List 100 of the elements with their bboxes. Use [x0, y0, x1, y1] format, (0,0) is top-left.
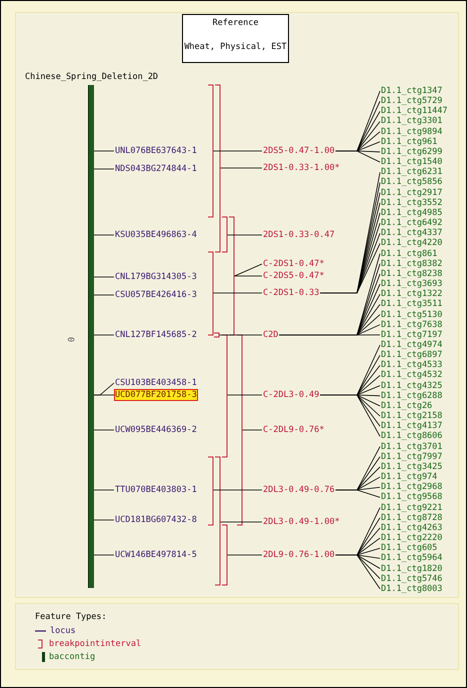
- contig-label: D1.1_ctg2968: [381, 482, 442, 492]
- contig-label: D1.1_ctg5964: [381, 553, 442, 564]
- contig-label: D1.1_ctg4974: [381, 340, 442, 350]
- contig-label: D1.1_ctg6492: [381, 218, 442, 228]
- contig-label: D1.1_ctg5746: [381, 574, 442, 584]
- contig-label: D1.1_ctg6299: [381, 146, 442, 157]
- locus-label: UNL076BE637643-1: [115, 146, 197, 156]
- legend-heading: Feature Types:: [35, 612, 107, 622]
- contig-label: D1.1_ctg4985: [381, 208, 442, 218]
- interval-label: C-2DS1-0.33: [263, 288, 320, 298]
- connector-line: [234, 264, 262, 276]
- interval-label: 2DL9-0.76-1.00: [263, 550, 335, 560]
- connector-line: [94, 168, 114, 170]
- interval-label: C2D: [263, 330, 278, 340]
- contig-label: D1.1_ctg8238: [381, 268, 442, 279]
- contig-label: D1.1_ctg7997: [381, 452, 442, 462]
- contig-label: D1.1_ctg961: [381, 136, 438, 147]
- contig-label: D1.1_ctg2220: [381, 533, 442, 544]
- contig-label: D1.1_ctg3701: [381, 442, 442, 452]
- contig-label: D1.1_ctg5729: [381, 96, 442, 106]
- contig-label: D1.1_ctg8003: [381, 584, 442, 594]
- connector-line: [94, 234, 114, 236]
- contig-label: D1.1_ctg5856: [381, 177, 442, 188]
- interval-bracket: [208, 252, 214, 336]
- connector-line: [94, 554, 114, 556]
- contig-label: D1.1_ctg605: [381, 543, 438, 554]
- contig-label: D1.1_ctg3693: [381, 279, 442, 290]
- locus-label: UCD181BG607432-8: [115, 515, 197, 525]
- contig-label: D1.1_ctg4137: [381, 421, 442, 432]
- interval-bracket: [208, 456, 214, 526]
- contig-label: D1.1_ctg9568: [381, 492, 442, 502]
- connector-line: [213, 150, 262, 152]
- interval-bracket: [214, 332, 220, 338]
- interval-label: C-2DL3-0.49: [263, 390, 320, 400]
- contig-label: D1.1_ctg6231: [381, 167, 442, 178]
- contig-label: D1.1_ctg4325: [381, 380, 442, 391]
- locus-label: CSU103BE403458-1: [115, 378, 197, 388]
- connector-line: [94, 276, 114, 278]
- interval-label: 2DL3-0.49-0.76: [263, 485, 335, 495]
- interval-label: C-2DL9-0.76*: [263, 425, 324, 435]
- interval-label: 2DS5-0.47-1.00: [263, 146, 335, 156]
- interval-label: C-2DS1-0.47*: [263, 259, 324, 269]
- contig-label: D1.1_ctg2917: [381, 188, 442, 198]
- contig-label: D1.1_ctg26: [381, 400, 432, 411]
- interval-bracket: [208, 84, 214, 218]
- contig-label: D1.1_ctg4532: [381, 370, 442, 380]
- interval-bracket: [222, 524, 228, 586]
- contig-label: D1.1_ctg4220: [381, 238, 442, 248]
- correspondence-line: [278, 334, 380, 336]
- contig-label: D1.1_ctg8606: [381, 431, 442, 442]
- interval-label: 2DS1-0.33-1.00*: [263, 163, 340, 173]
- contig-label: D1.1_ctg3425: [381, 462, 442, 472]
- interval-bracket: [222, 216, 228, 252]
- map-set-name: Wheat, Physical, EST: [183, 42, 288, 52]
- connector-line: [227, 234, 262, 236]
- connector-line: [227, 554, 262, 556]
- correspondence-line: [320, 243, 380, 294]
- interval-bracket: [236, 334, 242, 526]
- contig-label: D1.1_ctg2158: [381, 411, 442, 422]
- contig-label: D1.1_ctg861: [381, 248, 438, 259]
- correspondence-line: [335, 490, 380, 498]
- contig-label: D1.1_ctg5130: [381, 310, 442, 320]
- contig-label: D1.1_ctg3552: [381, 198, 442, 208]
- contig-label: D1.1_ctg4337: [381, 228, 442, 238]
- contig-label: D1.1_ctg1347: [381, 86, 442, 96]
- interval-bracket: [228, 216, 234, 336]
- contig-label: D1.1_ctg11447: [381, 106, 448, 116]
- connector-line: [94, 394, 114, 396]
- interval-label: C-2DS5-0.47*: [263, 271, 324, 281]
- connector-line: [94, 150, 114, 152]
- legend-label: locus: [50, 626, 76, 636]
- locus-label: TTU070BE403803-1: [115, 485, 197, 495]
- contig-label: D1.1_ctg9894: [381, 126, 442, 137]
- reference-heading: Reference: [211, 18, 260, 28]
- correspondence-line: [335, 150, 380, 163]
- interval-bracket: [222, 334, 228, 458]
- contig-label: D1.1_ctg7197: [381, 330, 442, 340]
- interval-label: 2DL3-0.49-1.00*: [263, 517, 340, 527]
- locus-label: UCW146BE497814-5: [115, 550, 197, 560]
- contig-label: D1.1_ctg974: [381, 472, 438, 482]
- locus-label: NDS043BG274844-1: [115, 164, 197, 174]
- correspondence-line: [335, 554, 380, 590]
- connector-line: [213, 292, 262, 294]
- contig-label: D1.1_ctg1820: [381, 564, 442, 574]
- contig-label: D1.1_ctg7638: [381, 320, 442, 330]
- contig-label: D1.1_ctg8728: [381, 512, 442, 523]
- legend-label: breakpointinterval: [49, 639, 142, 649]
- locus-label: KSU035BE496863-4: [115, 230, 197, 240]
- connector-line: [94, 334, 114, 336]
- connector-line: [219, 334, 262, 336]
- contig-label: D1.1_ctg4533: [381, 360, 442, 370]
- contig-label: D1.1_ctg1322: [381, 289, 442, 300]
- map-name: Chinese_Spring_Deletion_2D: [25, 72, 158, 82]
- connector-line: [94, 294, 114, 296]
- locus-label: CNL179BG314305-3: [115, 272, 197, 282]
- correspondence-line: [320, 394, 380, 437]
- legend-label: baccontig: [49, 652, 96, 662]
- title-box: [182, 14, 289, 63]
- contig-label: D1.1_ctg3511: [381, 299, 442, 310]
- contig-label: D1.1_ctg3301: [381, 116, 442, 126]
